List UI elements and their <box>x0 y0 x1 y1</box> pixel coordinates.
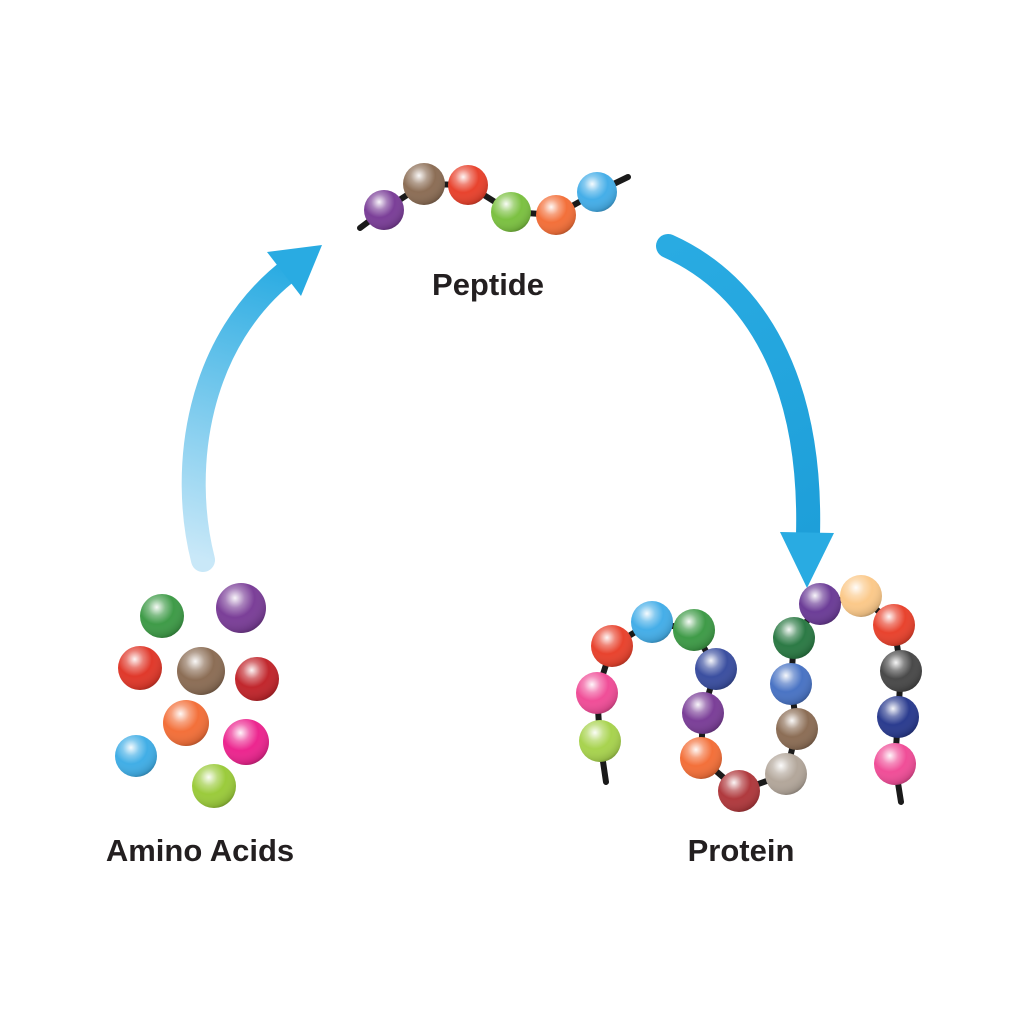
arrow-shaft <box>181 256 304 572</box>
bead-steel-blue <box>770 663 812 705</box>
protein-chain <box>576 575 922 812</box>
bead-brown <box>177 647 225 695</box>
bead-dark-green <box>773 617 815 659</box>
amino-acids-cluster <box>115 583 279 808</box>
bead-taupe <box>765 753 807 795</box>
arrow-head <box>780 532 834 588</box>
bead-pink <box>223 719 269 765</box>
bead-dark-red <box>718 770 760 812</box>
bead-light-blue <box>631 601 673 643</box>
bead-dark-red <box>235 657 279 701</box>
bead-orange <box>680 737 722 779</box>
arrow-head <box>267 245 322 296</box>
bead-blue <box>577 172 617 212</box>
bead-red <box>448 165 488 205</box>
arrow-shaft <box>656 234 821 547</box>
arrow-peptide-to-protein-icon <box>656 234 834 588</box>
bead-light-green <box>192 764 236 808</box>
bead-peach <box>840 575 882 617</box>
bead-orange <box>163 700 209 746</box>
bead-light-green <box>579 720 621 762</box>
bead-navy-2 <box>877 696 919 738</box>
peptide-chain <box>357 163 631 235</box>
amino-acids-label: Amino Acids <box>106 833 294 868</box>
bead-brown <box>403 163 445 205</box>
bead-red-2 <box>873 604 915 646</box>
peptide-label: Peptide <box>432 267 544 302</box>
bead-pink-2 <box>874 743 916 785</box>
bead-red <box>591 625 633 667</box>
bead-navy <box>695 648 737 690</box>
bead-green <box>491 192 531 232</box>
bead-pink <box>576 672 618 714</box>
bead-charcoal <box>880 650 922 692</box>
bead-green <box>673 609 715 651</box>
bead-red <box>118 646 162 690</box>
bead-orange <box>536 195 576 235</box>
bead-violet <box>799 583 841 625</box>
bead-purple <box>216 583 266 633</box>
protein-label: Protein <box>688 833 795 868</box>
bead-blue <box>115 735 157 777</box>
bead-green <box>140 594 184 638</box>
bead-purple <box>364 190 404 230</box>
bead-brown <box>776 708 818 750</box>
bead-purple <box>682 692 724 734</box>
arrow-amino-acids-to-peptide-icon <box>181 245 322 572</box>
